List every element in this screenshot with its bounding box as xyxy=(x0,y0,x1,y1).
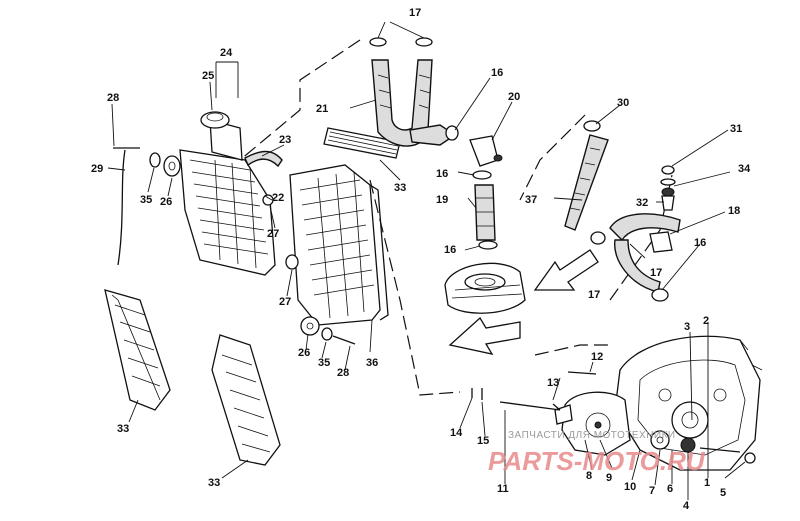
callout-labels: 17 16 20 30 31 34 32 18 16 17 17 37 21 1… xyxy=(91,7,751,512)
overflow-tube-29 xyxy=(117,149,126,266)
callout-37: 37 xyxy=(525,194,537,206)
drain-screw-5 xyxy=(744,452,756,464)
callout-5: 5 xyxy=(720,487,726,499)
impeller-parts xyxy=(650,430,756,464)
clamp-16-right xyxy=(651,288,669,302)
callout-18: 18 xyxy=(728,205,740,217)
callout-16-right: 16 xyxy=(694,237,706,249)
callout-2: 2 xyxy=(703,315,709,327)
hose-37 xyxy=(564,120,609,231)
callout-25: 25 xyxy=(202,70,214,82)
clamp-16-mid xyxy=(472,170,492,180)
clamp-17-right xyxy=(415,37,433,47)
callout-28-left: 28 xyxy=(107,92,119,104)
callout-16-top: 16 xyxy=(491,67,503,79)
leader-lines xyxy=(107,21,746,500)
clamp-16-low xyxy=(478,240,498,250)
callout-24: 24 xyxy=(220,47,233,59)
left-radiator xyxy=(179,111,283,276)
callout-20: 20 xyxy=(508,91,520,103)
callout-10: 10 xyxy=(624,481,636,493)
callout-21: 21 xyxy=(316,103,328,115)
callout-33-lower: 33 xyxy=(208,477,220,489)
radiator-guard-lower xyxy=(211,334,281,466)
bleed-fitting-stack xyxy=(660,165,676,211)
pump-bolts xyxy=(471,371,597,411)
callout-34: 34 xyxy=(738,163,751,175)
callout-17-right: 17 xyxy=(650,267,662,279)
callout-23: 23 xyxy=(279,134,291,146)
watermark-top-text: ЗАПЧАСТИ ДЛЯ МОТОТЕХНИКИ xyxy=(508,430,676,441)
callout-9: 9 xyxy=(606,472,612,484)
thermostat-assembly xyxy=(445,125,503,250)
clamp-17-left xyxy=(369,37,387,47)
direction-arrow-lower xyxy=(448,316,521,355)
callout-13: 13 xyxy=(547,377,559,389)
callout-35-left: 35 xyxy=(140,194,152,206)
callout-15: 15 xyxy=(477,435,489,447)
callout-19: 19 xyxy=(436,194,448,206)
callout-4: 4 xyxy=(683,500,690,512)
callout-35-right: 35 xyxy=(318,357,330,369)
hose-19 xyxy=(474,184,496,241)
callout-22: 22 xyxy=(272,192,284,204)
callout-3: 3 xyxy=(684,321,690,333)
thermostat-20 xyxy=(469,135,499,167)
callout-26-left: 26 xyxy=(160,196,172,208)
callout-30-top: 30 xyxy=(617,97,629,109)
callout-11: 11 xyxy=(497,483,509,495)
callout-33-upper: 33 xyxy=(117,423,129,435)
pump-hose-18 xyxy=(590,213,681,302)
watermark: ЗАПЧАСТИ ДЛЯ МОТОТЕХНИКИ PARTS-MOTO.RU xyxy=(488,430,706,476)
callout-17-top: 17 xyxy=(409,7,421,19)
callout-1: 1 xyxy=(704,477,710,489)
callout-36: 36 xyxy=(366,357,378,369)
clamp-17-lower xyxy=(590,231,606,245)
callout-14: 14 xyxy=(450,427,463,439)
cylinder-head xyxy=(444,262,526,314)
callout-7: 7 xyxy=(649,485,655,497)
grommets-and-washers xyxy=(149,152,356,345)
callout-32: 33 xyxy=(394,182,406,194)
u-hose-21 xyxy=(369,37,457,147)
callout-6: 6 xyxy=(667,483,673,495)
radiator-guard-upper xyxy=(104,289,171,411)
radiator-cap-25 xyxy=(200,111,230,129)
overflow-hose-23 xyxy=(244,150,283,168)
callout-27-lower: 27 xyxy=(279,296,291,308)
callout-12: 12 xyxy=(591,351,603,363)
callout-8: 8 xyxy=(586,470,592,482)
callout-27-upper: 27 xyxy=(267,228,279,240)
callout-26-right: 26 xyxy=(298,347,310,359)
callout-28-right: 28 xyxy=(337,367,349,379)
callout-16-low: 16 xyxy=(444,244,456,256)
callout-29: 29 xyxy=(91,163,103,175)
watermark-logo-text: PARTS-MOTO.RU xyxy=(488,446,706,476)
right-radiator xyxy=(289,164,389,326)
callout-16-mid: 16 xyxy=(436,168,448,180)
callout-17-lower: 17 xyxy=(588,289,600,301)
callout-31: 32 xyxy=(636,197,648,209)
callout-30-right: 31 xyxy=(730,123,742,135)
heat-shield-32 xyxy=(323,127,401,159)
direction-arrow-upper xyxy=(533,249,599,291)
